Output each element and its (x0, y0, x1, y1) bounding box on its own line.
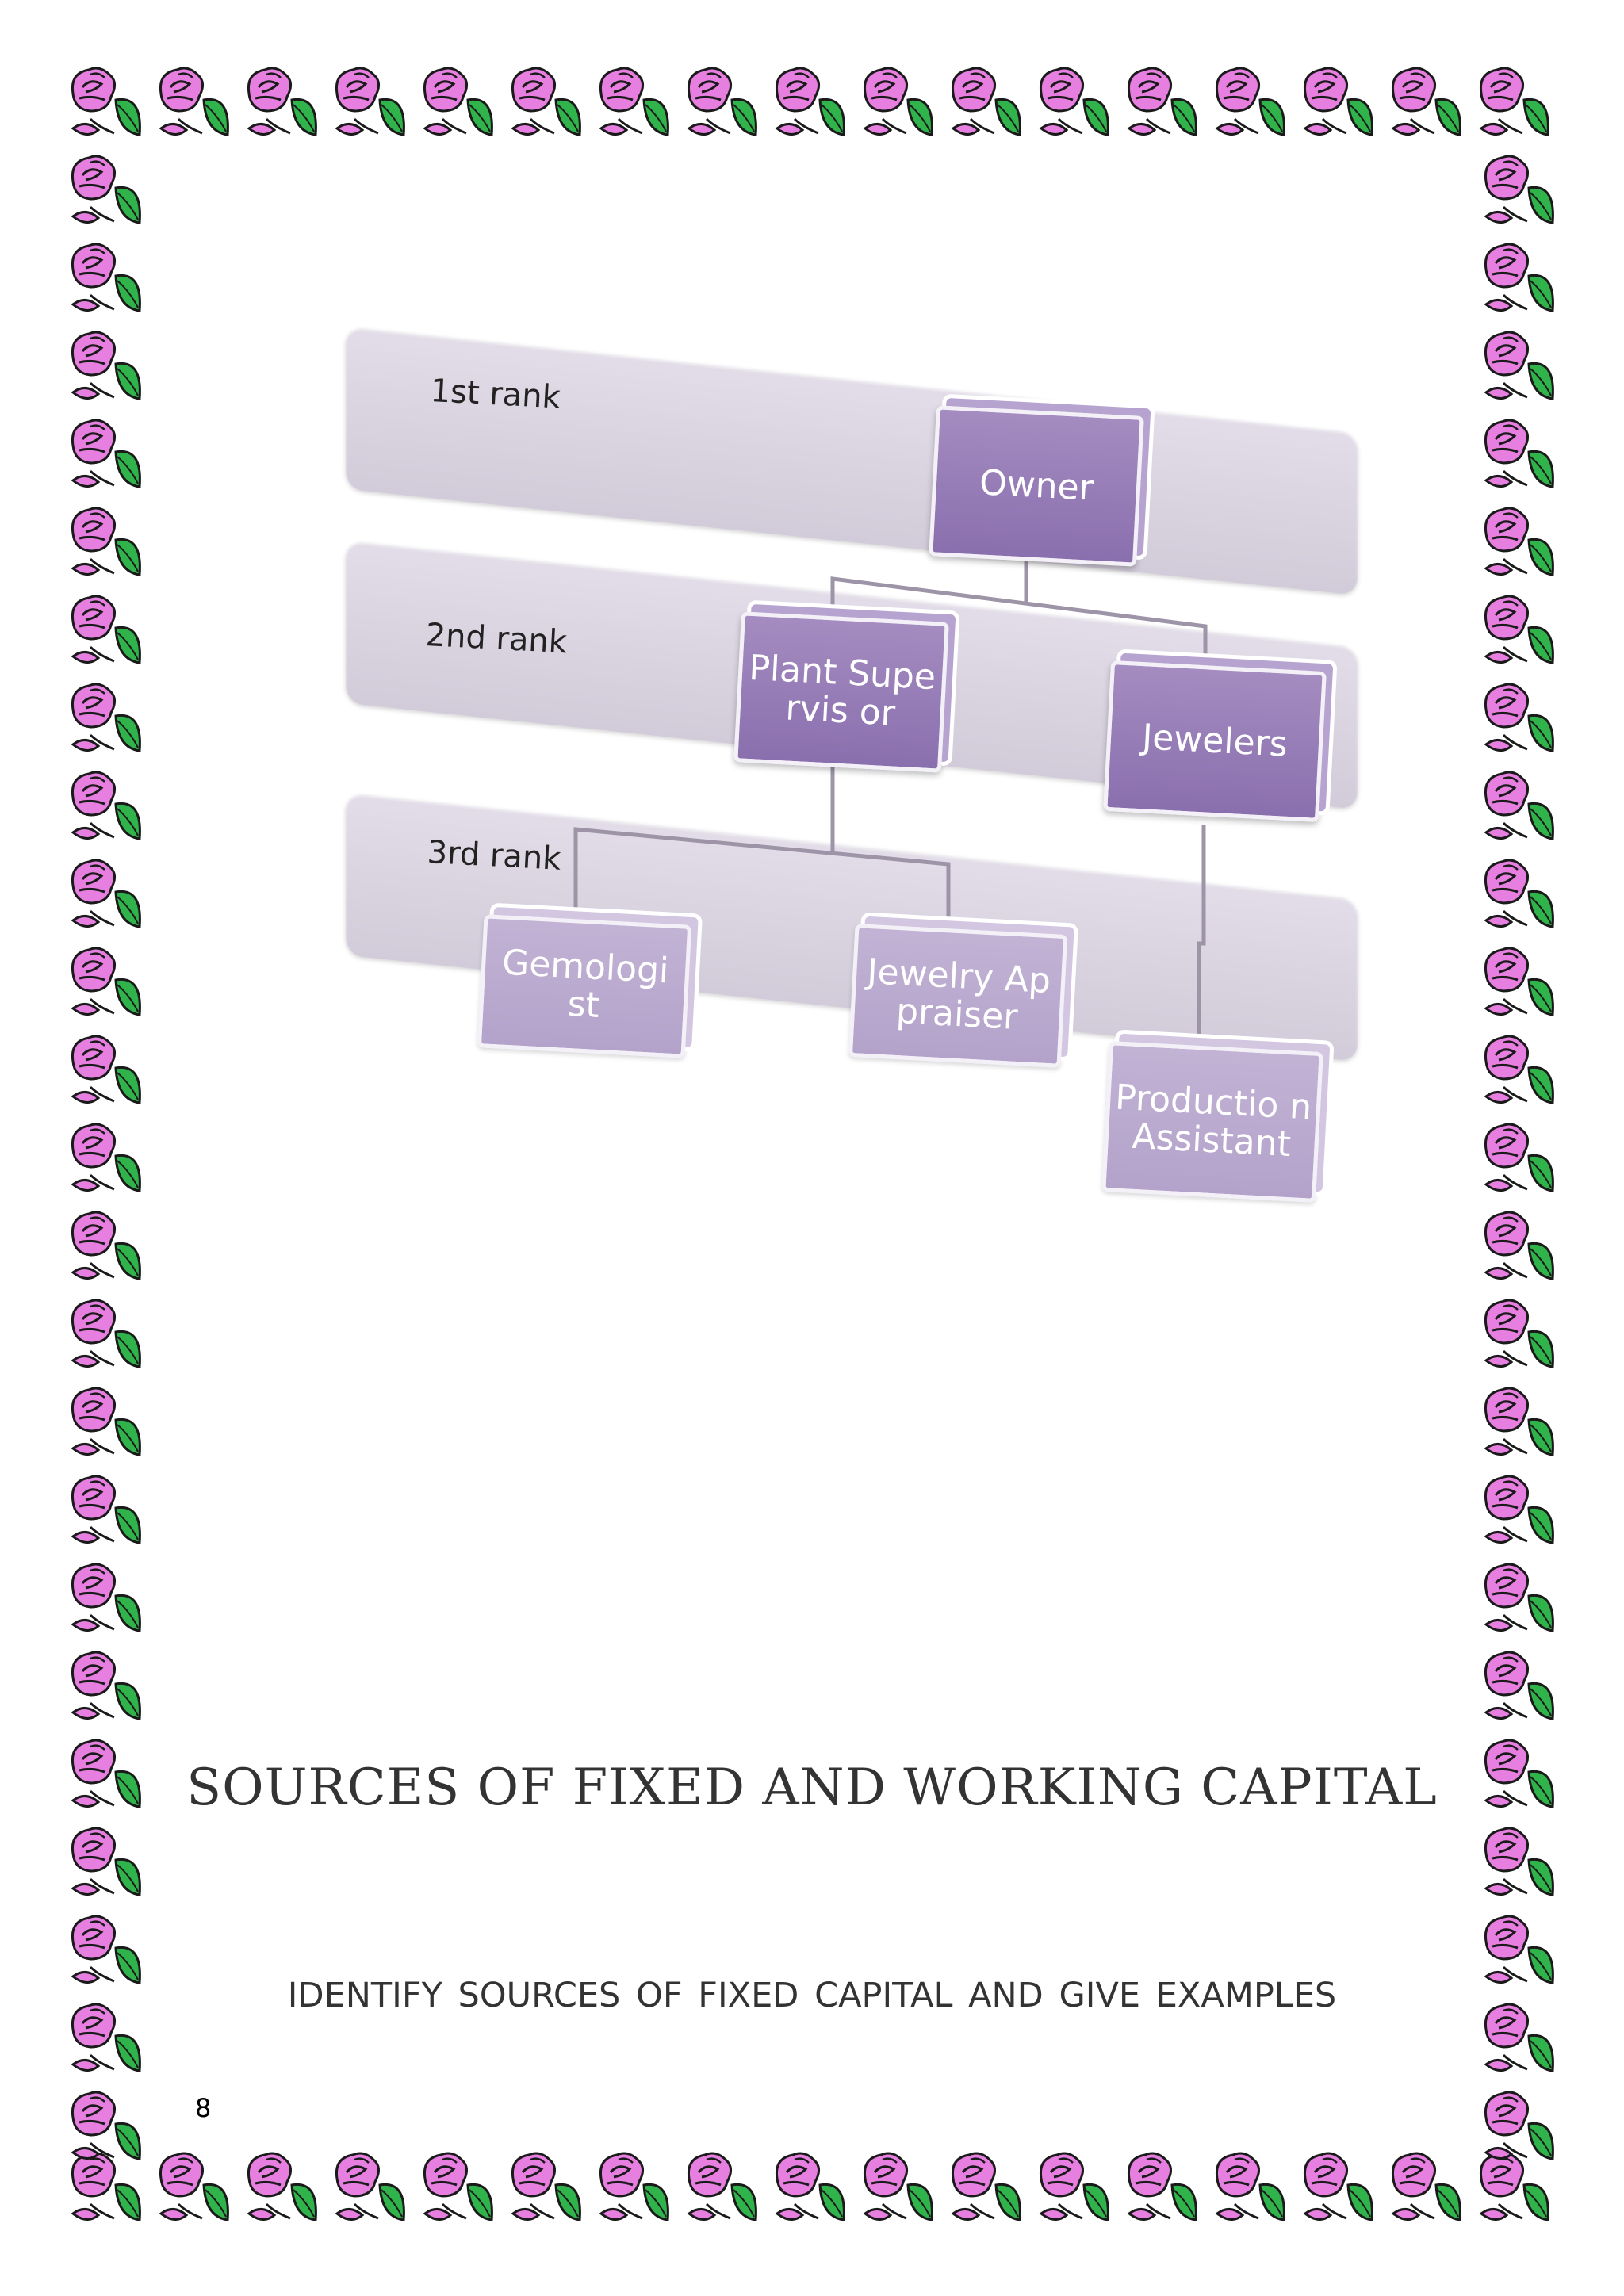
node-plant-supervisor: Plant Supervis or (733, 611, 949, 773)
node-owner: Owner (929, 405, 1144, 567)
connector-owner-to-supervisor (830, 576, 1208, 671)
node-gemologist: Gemologi st (477, 914, 692, 1058)
document-subheading: IDENTIFY SOURCES OF FIXED CAPITAL AND GI… (287, 1976, 1337, 2015)
connector-to-gemologist (573, 827, 951, 926)
node-jewelers: Jewelers (1103, 660, 1327, 822)
page-number: 8 (195, 2093, 212, 2123)
connector-jewelers-down (1197, 825, 1206, 1039)
node-jewelry-appraiser: Jewelry Appraiser (848, 924, 1068, 1068)
node-production-assistant: Productio n Assistant (1101, 1041, 1323, 1203)
document-heading: SOURCES OF FIXED AND WORKING CAPITAL (186, 1758, 1438, 1817)
